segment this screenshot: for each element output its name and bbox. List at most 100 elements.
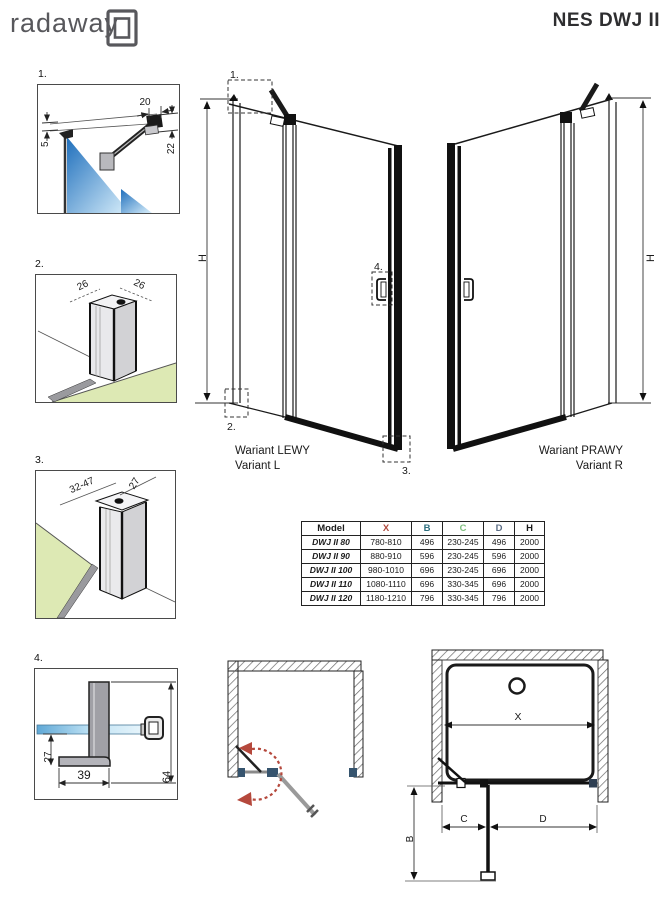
detail-1-profiles: [49, 113, 163, 213]
cell-h: 2000: [514, 563, 545, 578]
cell-model: DWJ II 80: [301, 535, 361, 550]
detail-4-dimensions: 27 39 64: [43, 681, 176, 788]
table-row: DWJ II 120 1180-1210 796 330-345 796 200…: [301, 591, 545, 606]
cell-d: 596: [483, 549, 515, 564]
cell-c: 230-245: [442, 563, 484, 578]
cell-c: 330-345: [442, 577, 484, 592]
col-header-b: B: [411, 521, 443, 536]
cell-model: DWJ II 110: [301, 577, 361, 592]
variant-r-title-pl: Wariant PRAWY: [539, 445, 623, 457]
detail-2-number: 2.: [35, 258, 44, 270]
variant-l-height-dimension: H: [195, 98, 238, 404]
d-dim-label: D: [539, 814, 546, 825]
detail-2-drawing: 26 26: [35, 274, 177, 403]
variant-l-height-label: H: [197, 254, 209, 262]
detail-1-drawing: 20 5 22: [37, 84, 180, 214]
table-row: DWJ II 90 880-910 596 230-245 596 2000: [301, 549, 545, 564]
cell-h: 2000: [514, 591, 545, 606]
cell-x: 1180-1210: [360, 591, 412, 606]
cell-x: 780-810: [360, 535, 412, 550]
variant-r-height-dimension: H: [608, 97, 657, 404]
cell-x: 880-910: [360, 549, 412, 564]
cell-x: 1080-1110: [360, 577, 412, 592]
table-row: DWJ II 80 780-810 496 230-245 496 2000: [301, 535, 545, 550]
variant-r-height-label: H: [645, 254, 657, 262]
variant-l-frame: [228, 88, 402, 452]
detail-3-wall-profile: [94, 491, 150, 600]
detail-2-dimensions: 26 26: [69, 277, 153, 303]
detail-3-floor: [36, 522, 99, 618]
detail-2-dim-26-right: 26: [132, 277, 147, 292]
detail-3-drawing: 32-47 27: [35, 470, 176, 619]
cell-model: DWJ II 90: [301, 549, 361, 564]
detail-1-dim-5: 5: [40, 141, 51, 147]
col-header-x: X: [360, 521, 412, 536]
drain: [508, 677, 526, 695]
detail-1-dimensions: 20 5 22: [40, 97, 179, 154]
bcd-dimensions: C D B: [405, 785, 598, 882]
detail-2-dim-26-left: 26: [75, 278, 90, 293]
variant-r-drawing: H Wariant PRAWY Variant R: [447, 82, 657, 472]
variant-r-frame: [447, 82, 617, 452]
brand-logo-text: radaway: [10, 8, 120, 38]
detail-3-dim-27: 27: [127, 476, 142, 492]
cell-h: 2000: [514, 577, 545, 592]
table-row: DWJ II 110 1080-1110 696 330-345 696 200…: [301, 577, 545, 592]
brand-logo-icon: [106, 9, 138, 47]
variant-l-callouts: 1. 2. 3. 4.: [224, 69, 411, 477]
cell-c: 230-245: [442, 549, 484, 564]
col-header-d: D: [483, 521, 515, 536]
detail-1-number: 1.: [38, 68, 47, 80]
detail-4-profile: [58, 681, 111, 767]
cell-h: 2000: [514, 549, 545, 564]
swing-plan-walls: [227, 660, 364, 778]
cell-b: 496: [411, 535, 443, 550]
cell-b: 596: [411, 549, 443, 564]
swing-arc: [237, 742, 283, 806]
cell-d: 496: [483, 535, 515, 550]
variant-l-title-en: Variant L: [235, 460, 281, 472]
cell-d: 796: [483, 591, 515, 606]
b-dim-label: B: [405, 835, 416, 842]
detail-4-number: 4.: [34, 652, 43, 664]
door-handle: [480, 871, 496, 881]
variant-r-title-en: Variant R: [576, 460, 623, 472]
cell-d: 696: [483, 577, 515, 592]
table-row: DWJ II 100 980-1010 696 230-245 696 2000: [301, 563, 545, 578]
detail-4-wall-bracket: [140, 716, 164, 740]
cell-b: 696: [411, 563, 443, 578]
door-assembly: [437, 757, 597, 881]
variant-l-drawing: H 1. 2. 3. 4. Wariant LEWY Variant L: [195, 69, 411, 477]
col-header-h: H: [514, 521, 545, 536]
cell-model: DWJ II 100: [301, 563, 361, 578]
variant-l-callout-3: 3.: [402, 465, 411, 477]
variant-l-callout-1: 1.: [230, 69, 239, 81]
variant-l-handle: [376, 278, 386, 301]
detail-3-number: 3.: [35, 454, 44, 466]
cell-b: 696: [411, 577, 443, 592]
c-dim-label: C: [460, 814, 467, 825]
size-table-header-row: Model X B C D H: [301, 521, 545, 536]
cell-d: 696: [483, 563, 515, 578]
variant-r-handle: [464, 278, 474, 301]
variant-l-title-pl: Wariant LEWY: [235, 445, 310, 457]
cell-model: DWJ II 120: [301, 591, 361, 606]
page-title: NES DWJ II: [552, 10, 660, 31]
detail-2-floor: [47, 362, 176, 402]
detail-1-glass-panels: [67, 137, 152, 213]
tray-plan-drawing: X C D B: [405, 649, 609, 882]
cell-c: 330-345: [442, 591, 484, 606]
cell-h: 2000: [514, 535, 545, 550]
swing-plan-drawing: [227, 660, 364, 818]
col-header-c: C: [442, 521, 484, 536]
size-table: Model X B C D H DWJ II 80 780-810 496 23…: [301, 521, 545, 606]
swing-plan-door: [235, 745, 357, 818]
cell-b: 796: [411, 591, 443, 606]
variant-l-callout-2: 2.: [227, 421, 236, 433]
detail-3-dim-32-47: 32-47: [68, 475, 96, 496]
detail-1-dim-20: 20: [139, 97, 151, 108]
detail-4-dim-39: 39: [77, 768, 91, 782]
cell-x: 980-1010: [360, 563, 412, 578]
detail-2-wall-profile: [88, 294, 138, 382]
cell-c: 230-245: [442, 535, 484, 550]
